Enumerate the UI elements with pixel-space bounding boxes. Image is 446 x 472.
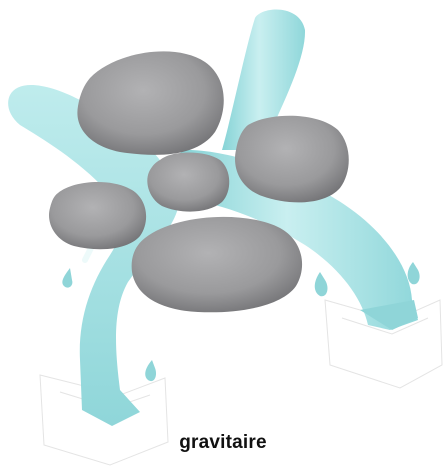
water-drop <box>62 268 72 288</box>
water-drop <box>315 272 328 296</box>
rock-center-small <box>147 153 229 212</box>
water-drop <box>408 262 420 284</box>
caption-label: gravitaire <box>0 432 446 454</box>
water-drop <box>145 360 156 381</box>
rock-bottom <box>132 217 302 312</box>
rock-right <box>235 116 349 203</box>
rock-top <box>77 51 223 154</box>
rock-left <box>49 182 146 249</box>
